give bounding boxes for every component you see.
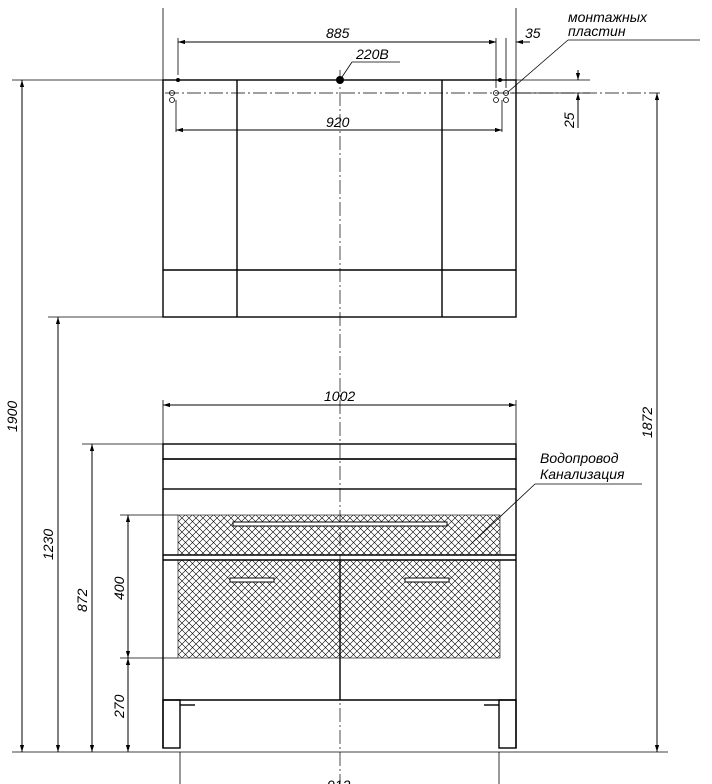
mount-plates-label-2: пластин — [568, 23, 626, 39]
mirror-cabinet — [162, 78, 660, 318]
dim-25: 25 — [561, 112, 577, 129]
dim-1002: 1002 — [324, 388, 355, 404]
dim-872: 872 — [74, 588, 90, 612]
dim-400: 400 — [111, 576, 127, 600]
service-zone-upper — [177, 514, 501, 556]
dim-1872: 1872 — [639, 407, 655, 438]
mount-plates-label-1: монтажных — [568, 9, 648, 25]
service-zone-lower — [177, 559, 501, 659]
dim-270: 270 — [111, 694, 127, 719]
door-handle-right — [404, 577, 450, 583]
power-label: 220В — [355, 46, 389, 62]
dim-1900: 1900 — [4, 401, 20, 432]
dim-35: 35 — [525, 25, 541, 41]
dim-920: 920 — [326, 114, 350, 130]
door-handle-left — [229, 577, 275, 583]
sewage-label: Канализация — [540, 466, 625, 482]
water-supply-label: Водопровод — [540, 450, 619, 466]
drawer-handle — [232, 521, 448, 527]
dim-912: 912 — [327, 777, 351, 784]
dim-885: 885 — [326, 25, 350, 41]
dim-1230: 1230 — [40, 529, 56, 560]
